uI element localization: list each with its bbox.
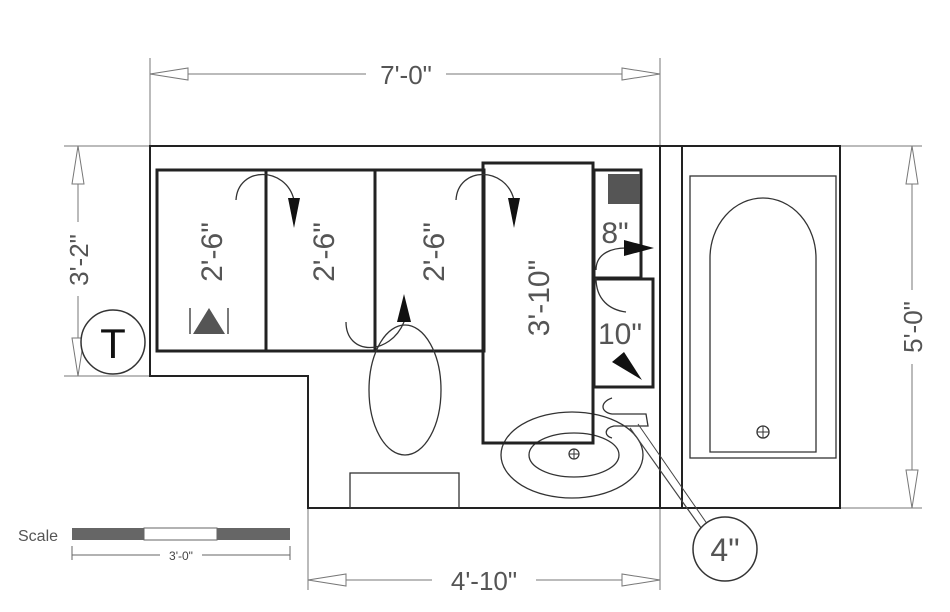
cabinet-4-label: 3'-10" — [523, 260, 556, 336]
cabinet-2: 2'-6" — [264, 168, 377, 353]
cabinet-4: 3'-10" — [481, 161, 595, 445]
bottom-width-dimension: 4'-10" — [307, 508, 661, 596]
toilet — [349, 324, 460, 509]
cabinet-5: 8" — [592, 168, 643, 280]
scale-label: Scale — [18, 528, 58, 545]
room-walls — [149, 145, 841, 509]
corner-tag: T — [80, 309, 146, 375]
sink-drain-icon — [568, 448, 580, 460]
left-height-label: 3'-2" — [64, 234, 94, 286]
right-height-label: 5'-0" — [898, 301, 928, 353]
cabinet-2-label: 2'-6" — [308, 222, 341, 282]
cabinet-6: 10" — [592, 277, 655, 389]
bathtub — [689, 175, 837, 459]
cabinet-1: 2'-6" — [155, 168, 268, 353]
sink — [500, 397, 649, 499]
scale-length: 3'-0" — [169, 549, 193, 563]
door-swing-arrows — [235, 174, 654, 380]
cabinet-1-label: 2'-6" — [196, 222, 229, 282]
cabinet-6-label: 10" — [598, 318, 642, 351]
scale-bar: Scale 3'-0" — [18, 527, 291, 563]
callout-label: 4" — [710, 532, 739, 568]
corner-tag-label: T — [100, 320, 126, 367]
right-height-dimension: 5'-0" — [840, 145, 928, 509]
cabinet-3-label: 2'-6" — [418, 222, 451, 282]
triangle-marker-icon — [189, 308, 229, 334]
cabinet-3: 2'-6" — [373, 168, 486, 353]
callout-4-inch: 4" — [629, 423, 758, 582]
left-height-dimension: 3'-2" — [62, 145, 150, 377]
tub-drain-icon — [756, 425, 770, 439]
top-width-label: 7'-0" — [380, 60, 432, 90]
bottom-width-label: 4'-10" — [451, 566, 517, 596]
top-width-dimension: 7'-0" — [149, 58, 661, 146]
